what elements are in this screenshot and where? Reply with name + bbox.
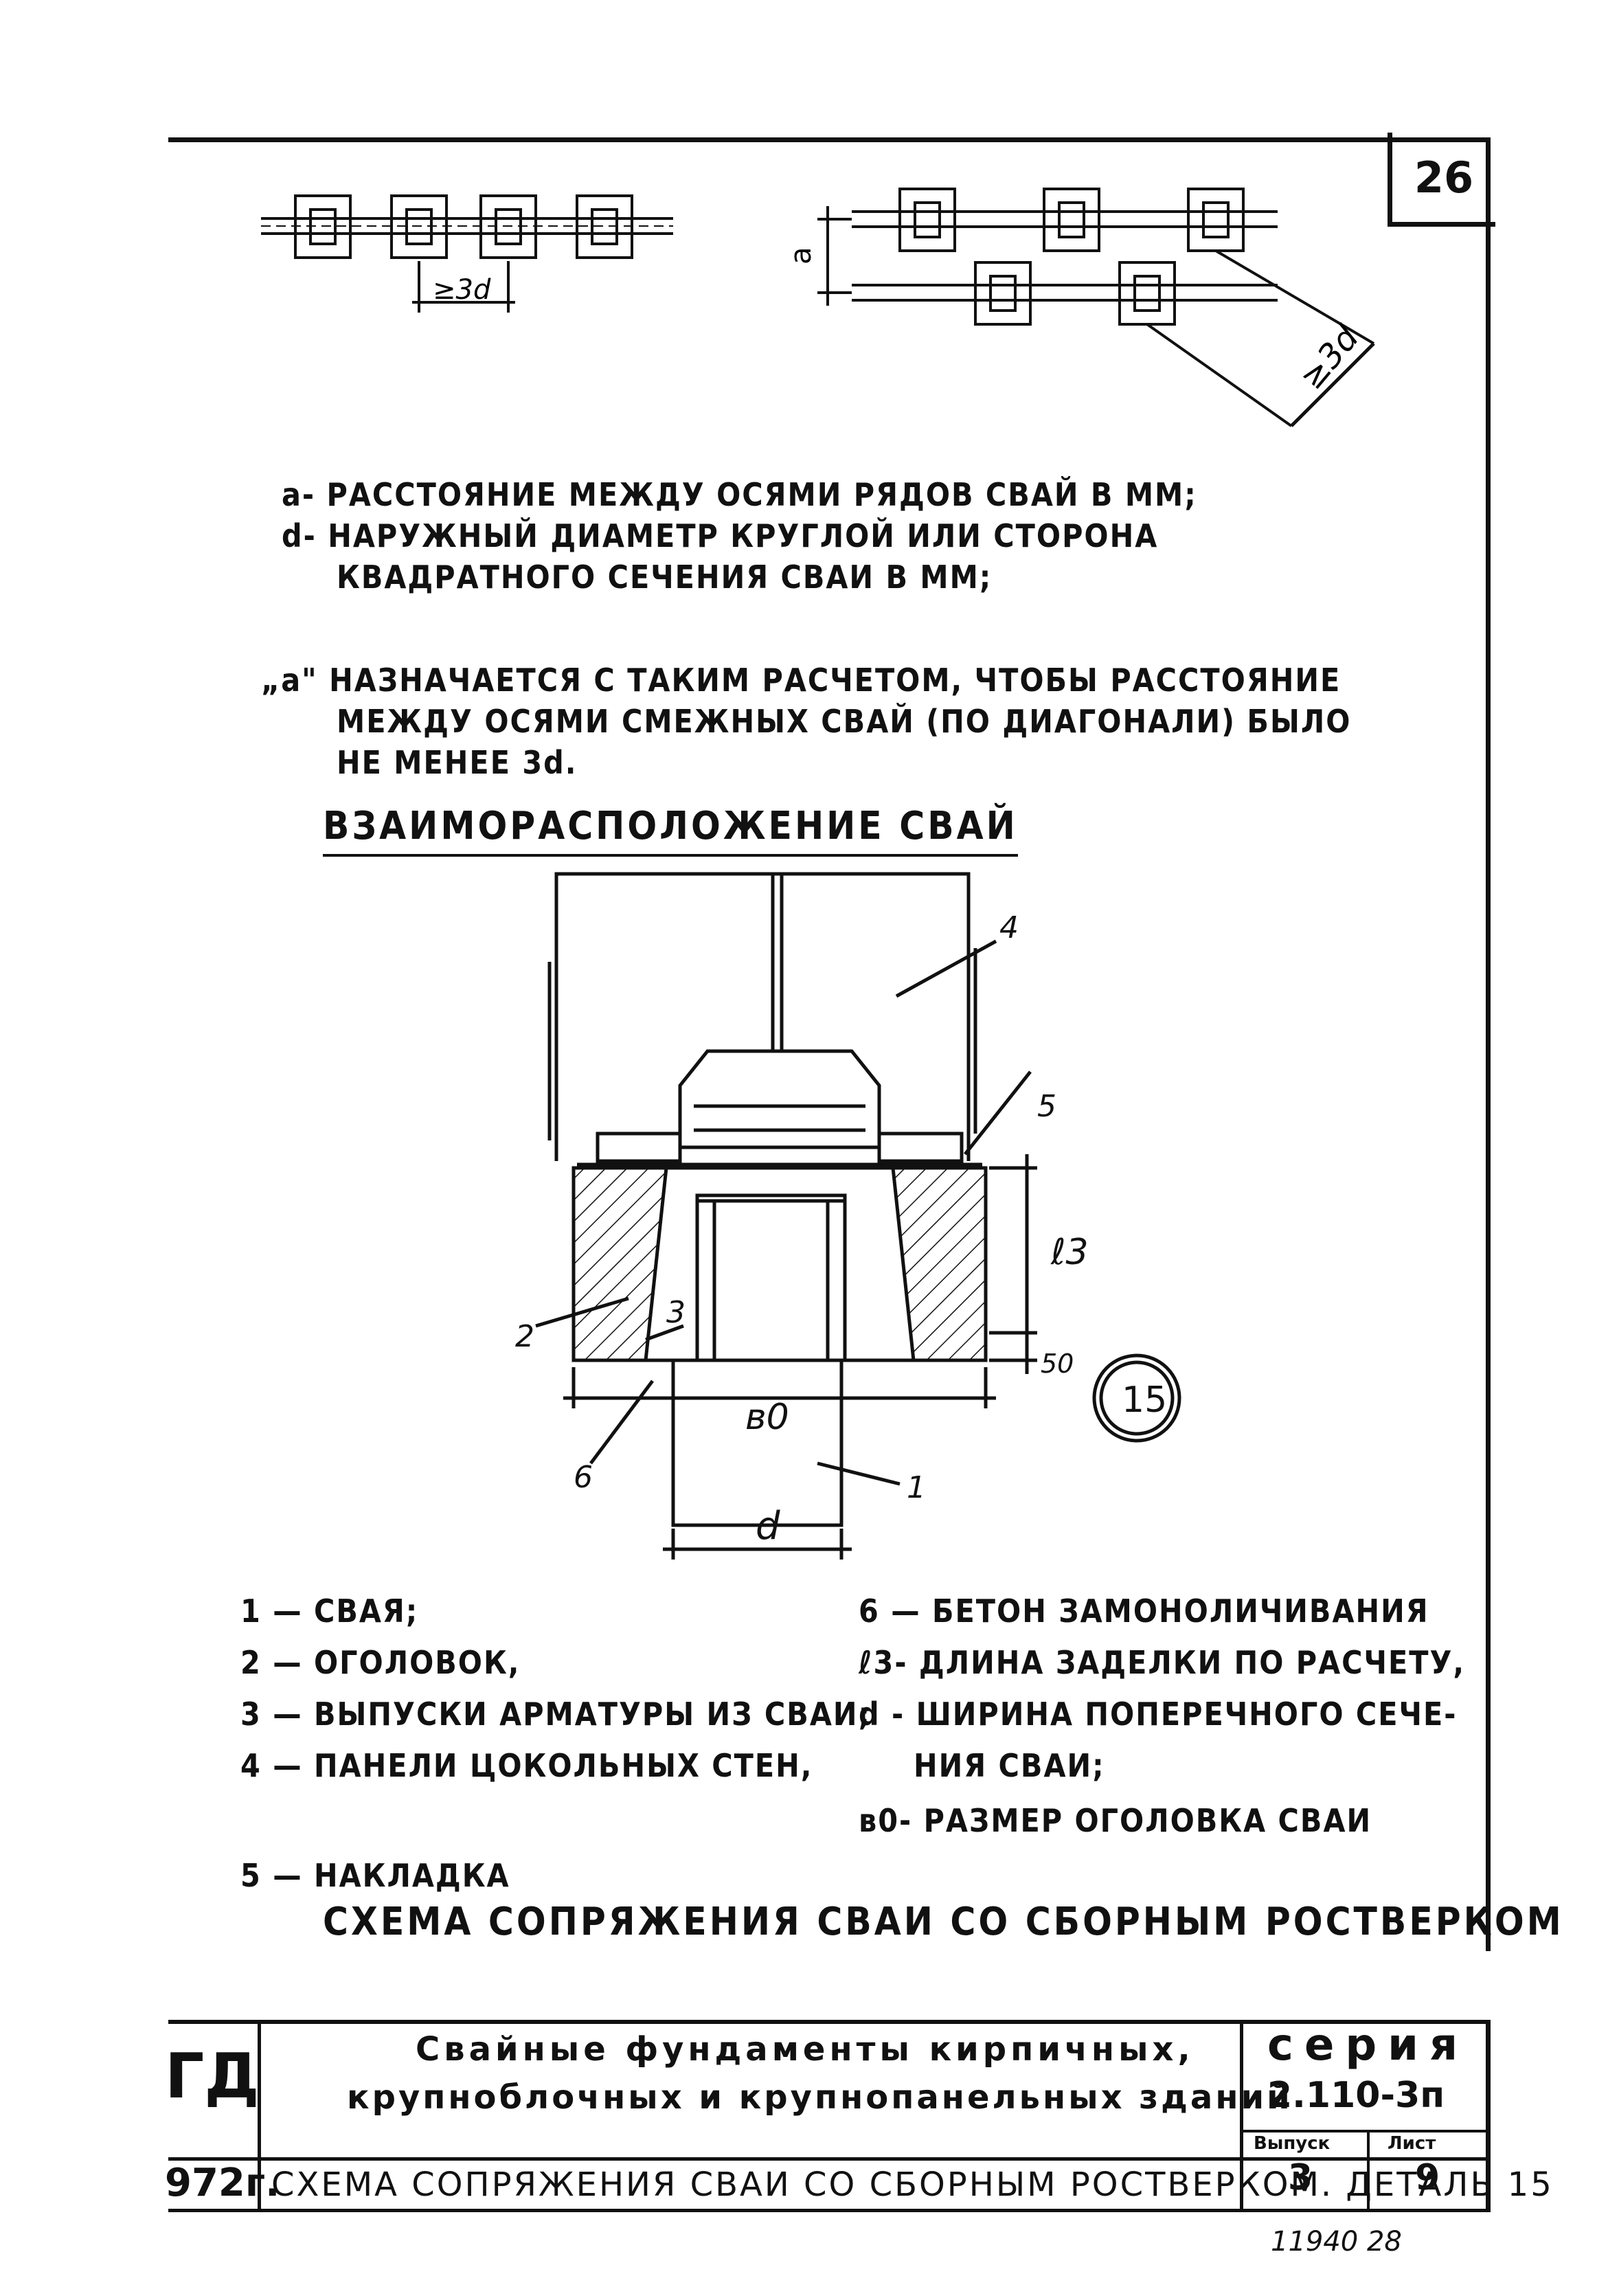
label-d: d bbox=[756, 1504, 780, 1549]
title-line-1: Свайные фундаменты кирпичных, bbox=[416, 2030, 1195, 2069]
label-5: 5 bbox=[1037, 1089, 1056, 1124]
label-1: 1 bbox=[907, 1470, 926, 1505]
note-line-4: „a" НАЗНАЧАЕТСЯ С ТАКИМ РАСЧЕТОМ, ЧТОБЫ … bbox=[261, 662, 1341, 699]
left-spacing-label: ≥3d bbox=[433, 274, 491, 306]
legend-item-4: 4 — ПАНЕЛИ ЦОКОЛЬНЫХ СТЕН, bbox=[240, 1747, 813, 1784]
title-block: ГД 972г. Свайные фундаменты кирпичных, к… bbox=[165, 2020, 1552, 2212]
note-line-3: КВАДРАТНОГО СЕЧЕНИЯ СВАИ В ММ; bbox=[337, 559, 993, 596]
legend-item-6: 6 — БЕТОН ЗАМОНОЛИЧИВАНИЯ bbox=[859, 1592, 1429, 1630]
label-50: 50 bbox=[1041, 1349, 1074, 1379]
legend-item-1: 1 — СВАЯ; bbox=[240, 1592, 419, 1630]
label-4: 4 bbox=[999, 910, 1019, 945]
detail-number: 15 bbox=[1122, 1380, 1167, 1421]
series-value: 2.110-3п bbox=[1267, 2075, 1445, 2116]
legend-item-b0: в0- РАЗМЕР ОГОЛОВКА СВАИ bbox=[859, 1802, 1372, 1839]
frame-right-border bbox=[1486, 137, 1491, 1951]
pile-arrangement-diagrams: ≥3d a ≥3d bbox=[261, 188, 1375, 427]
sheet-value: 9 bbox=[1415, 2157, 1440, 2198]
title-line-2: крупноблочных и крупнопанельных зданий bbox=[347, 2078, 1293, 2117]
note-line-5: МЕЖДУ ОСЯМИ СМЕЖНЫХ СВАЙ (ПО ДИАГОНАЛИ) … bbox=[337, 703, 1352, 740]
label-2: 2 bbox=[515, 1319, 534, 1354]
label-l3: ℓ3 bbox=[1050, 1232, 1089, 1273]
series-label: серия bbox=[1267, 2020, 1469, 2071]
legend-item-3: 3 — ВЫПУСКИ АРМАТУРЫ ИЗ СВАИ; bbox=[240, 1696, 872, 1733]
legend-item-d: d - ШИРИНА ПОПЕРЕЧНОГО СЕЧЕ- bbox=[859, 1696, 1458, 1733]
pile-cap-section-drawing: 4 5 2 3 6 1 ℓ3 50 в0 d 15 bbox=[515, 872, 1181, 1560]
legend-item-2: 2 — ОГОЛОВОК, bbox=[240, 1644, 521, 1681]
legend-item-d-cont: НИЯ СВАИ; bbox=[914, 1747, 1105, 1784]
issue-label: Выпуск bbox=[1254, 2133, 1331, 2154]
note-line-6: НЕ МЕНЕЕ 3d. bbox=[337, 744, 578, 781]
row-distance-label: a bbox=[784, 247, 817, 265]
legend-item-5: 5 — НАКЛАДКА bbox=[240, 1857, 510, 1894]
diagonal-spacing-label: ≥3d bbox=[1292, 319, 1366, 397]
note-line-2: d- НАРУЖНЫЙ ДИАМЕТР КРУГЛОЙ ИЛИ СТОРОНА bbox=[282, 517, 1159, 554]
sheet-label: Лист bbox=[1388, 2133, 1436, 2154]
legend-item-l3: ℓ3- ДЛИНА ЗАДЕЛКИ ПО РАСЧЕТУ, bbox=[859, 1644, 1466, 1681]
year: 972г. bbox=[165, 2161, 280, 2205]
label-3: 3 bbox=[666, 1295, 686, 1330]
label-b0: в0 bbox=[745, 1397, 789, 1438]
footer-code: 11940 28 bbox=[1271, 2226, 1402, 2258]
label-6: 6 bbox=[574, 1460, 593, 1495]
note-line-1: a- РАССТОЯНИЕ МЕЖДУ ОСЯМИ РЯДОВ СВАЙ В М… bbox=[282, 476, 1197, 513]
issue-value: 3 bbox=[1288, 2157, 1313, 2198]
sheet-number: 26 bbox=[1388, 133, 1495, 227]
heading-pile-arrangement: ВЗАИМОРАСПОЛОЖЕНИЕ СВАЙ bbox=[323, 804, 1018, 857]
org-code: ГД bbox=[165, 2040, 260, 2113]
heading-connection-scheme: СХЕМА СОПРЯЖЕНИЯ СВАИ СО СБОРНЫМ РОСТВЕР… bbox=[323, 1900, 1564, 1944]
drawing-subtitle: СХЕМА СОПРЯЖЕНИЯ СВАИ СО СБОРНЫМ РОСТВЕР… bbox=[271, 2165, 1554, 2204]
frame-top-border bbox=[168, 137, 1491, 142]
